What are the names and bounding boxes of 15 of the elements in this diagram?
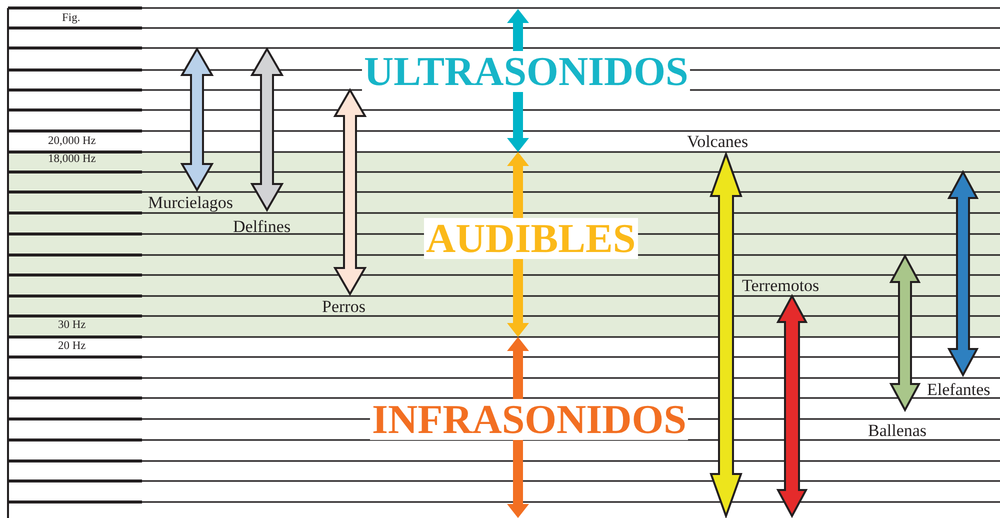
frequency-label: 18,000 Hz [48, 154, 96, 166]
frequency-label: 30 Hz [58, 320, 86, 332]
source-label: Volcanes [687, 133, 748, 150]
source-label: Terremotos [742, 277, 820, 294]
figure-label: Fig. [62, 13, 80, 24]
source-label: Elefantes [927, 381, 990, 398]
source-label: Perros [322, 298, 366, 315]
source-label: Ballenas [868, 422, 927, 439]
source-label: Delfines [233, 218, 291, 235]
frequency-label: 20,000 Hz [48, 136, 96, 148]
frequency-label: 20 Hz [58, 341, 86, 352]
range-title: AUDIBLES [424, 218, 638, 259]
range-title: ULTRASONIDOS [362, 51, 690, 92]
source-label: Murcielagos [148, 194, 233, 211]
range-title: INFRASONIDOS [370, 399, 688, 440]
